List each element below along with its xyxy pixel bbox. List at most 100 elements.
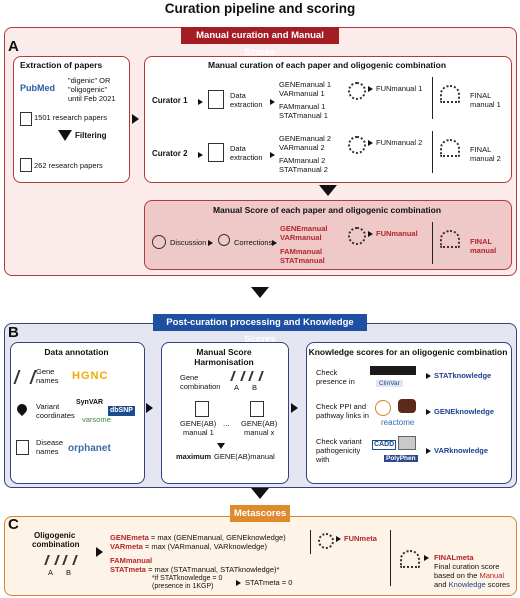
variant-2: coordinates	[36, 411, 75, 420]
stat-meta: STATmeta	[110, 565, 146, 574]
document-search-icon	[208, 90, 224, 109]
arrow-discussion	[208, 240, 213, 246]
check3-2: pathogenicity	[316, 446, 361, 455]
arrow-c1-a	[198, 99, 203, 105]
extraction-box	[13, 56, 130, 183]
harmonisation-box	[161, 342, 289, 484]
c1-final-1: FINAL	[470, 91, 492, 100]
gene-knowledge: GENEknowledge	[434, 407, 495, 416]
c2-final-2: manual 2	[470, 154, 501, 163]
c1-final-2: manual 1	[470, 100, 501, 109]
discussion-label: Discussion	[170, 238, 207, 247]
synvar-logo: SynVAR	[76, 399, 104, 406]
gab-dots: ...	[223, 419, 230, 428]
extraction-title: Extraction of papers	[20, 60, 103, 70]
c1-divider	[432, 77, 433, 119]
data-annotation-title: Data annotation	[44, 347, 109, 357]
page-title: Curation pipeline and scoring	[164, 1, 356, 16]
pubmed-logo: PubMed	[20, 83, 55, 93]
network-icon-3	[348, 227, 366, 245]
manual-curation-title: Manual curation of each paper and oligog…	[207, 60, 447, 70]
stat-zero: STATmeta = 0	[245, 578, 293, 587]
tree-icon-2	[440, 139, 460, 157]
kegg-logo	[398, 399, 416, 413]
c2-gene: GENEmanual 2	[279, 134, 332, 143]
c1-data-1: Data	[230, 91, 246, 100]
section-a-letter: A	[8, 38, 19, 55]
var-meta: VARmeta	[110, 542, 143, 551]
gene-meta-line: GENEmeta = max (GENEmanual, GENEknowledg…	[110, 533, 286, 542]
curator-2-label: Curator 2	[152, 149, 188, 158]
c1-stat: STATmanual 1	[279, 111, 328, 120]
corrections-label: Corrections	[234, 238, 273, 247]
c2-fun: FUNmanual 2	[376, 138, 423, 147]
arrow-c2-a	[198, 152, 203, 158]
arrow-c2-b	[270, 152, 275, 158]
c2-var: VARmanual 2	[279, 143, 325, 152]
gene-names-1: Gene	[36, 367, 55, 376]
check3-1: Check variant	[316, 437, 362, 446]
gene-combination-2: combination	[180, 382, 221, 391]
c1-fam: FAMmanual 1	[279, 102, 326, 111]
manual-score-title: Manual Score of each paper and oligogeni…	[212, 205, 442, 215]
check1-2: presence in	[316, 377, 355, 386]
c1-fun: FUNmanual 1	[376, 84, 423, 93]
gab-manual-1-a: GENE(AB)	[180, 419, 217, 428]
oligo-1: Oligogenic	[34, 531, 76, 540]
check2-2: pathway links in	[316, 411, 369, 420]
c-divider-1	[310, 530, 311, 554]
network-icon-c	[318, 533, 334, 549]
arrow-corrections	[272, 240, 277, 246]
network-icon-2	[348, 136, 366, 154]
document-search-icon-4	[250, 401, 264, 417]
score-divider	[432, 222, 433, 264]
papers-stack-icon	[20, 112, 32, 126]
final-desc-3-line: and Knowledge scores	[434, 580, 510, 589]
section-b-header: Post-curation processing and Knowledge S…	[153, 314, 367, 345]
list-icon	[16, 440, 29, 455]
tree-icon	[440, 85, 460, 103]
arrow-oligo-to-meta	[96, 547, 103, 557]
stat-meta-formula: = max (STATmanual, STATknowledge)*	[145, 565, 280, 574]
score-fam: FAMmanual	[280, 247, 323, 256]
maximum-value: GENE(AB)manual	[214, 452, 275, 461]
c2-fam: FAMmanual 2	[279, 156, 326, 165]
string-logo	[375, 400, 391, 416]
arrow-var-knowledge	[426, 448, 431, 454]
section-b-letter: B	[8, 324, 19, 341]
gene-a: A	[234, 383, 240, 392]
harmonisation-down-arrow	[217, 443, 225, 449]
final-knowledge: Knowledge	[448, 580, 486, 589]
filter-funnel-icon	[58, 130, 72, 141]
arrow-b-to-c	[251, 488, 269, 499]
check2-1: Check PPI and	[316, 402, 367, 411]
network-icon	[348, 82, 366, 100]
orphanet-logo: orphanet	[68, 443, 111, 454]
var-knowledge: VARknowledge	[434, 446, 489, 455]
final-and: and	[434, 580, 447, 589]
score-final-1: FINAL	[470, 237, 493, 246]
fun-meta: FUNmeta	[344, 534, 377, 543]
filtering-label: Filtering	[75, 131, 107, 140]
tree-icon-c	[400, 550, 420, 568]
score-fun: FUNmanual	[376, 229, 418, 238]
c1-data-2: extraction	[230, 100, 263, 109]
stat-note-1: *if STATknowledge = 0	[152, 575, 223, 582]
discussion-icon	[152, 235, 166, 249]
arrow-stat-zero	[236, 580, 241, 586]
query-line-2: "oligogenic"	[68, 85, 108, 94]
gene-meta-formula: = max (GENEmanual, GENEknowledge)	[148, 533, 286, 542]
final-scores: scores	[487, 580, 510, 589]
arrow-curation-to-score	[319, 185, 337, 196]
final-desc-2: based on the	[434, 571, 478, 580]
knowledge-title: Knowledge scores for an oligogenic combi…	[308, 347, 508, 357]
check3-3: with	[316, 455, 330, 464]
gab-manual-1-b: manual 1	[183, 428, 214, 437]
final-desc-1: Final curation score	[434, 562, 500, 571]
stat-note-2: (presence in 1KGP)	[152, 583, 214, 590]
knowledge-box	[306, 342, 512, 484]
disease-2: names	[36, 447, 59, 456]
arrow-annotation-to-harmonisation	[146, 403, 153, 413]
comb-a: A	[48, 568, 54, 577]
var-meta-line: VARmeta = max (VARmanual, VARknowledge)	[110, 542, 267, 551]
